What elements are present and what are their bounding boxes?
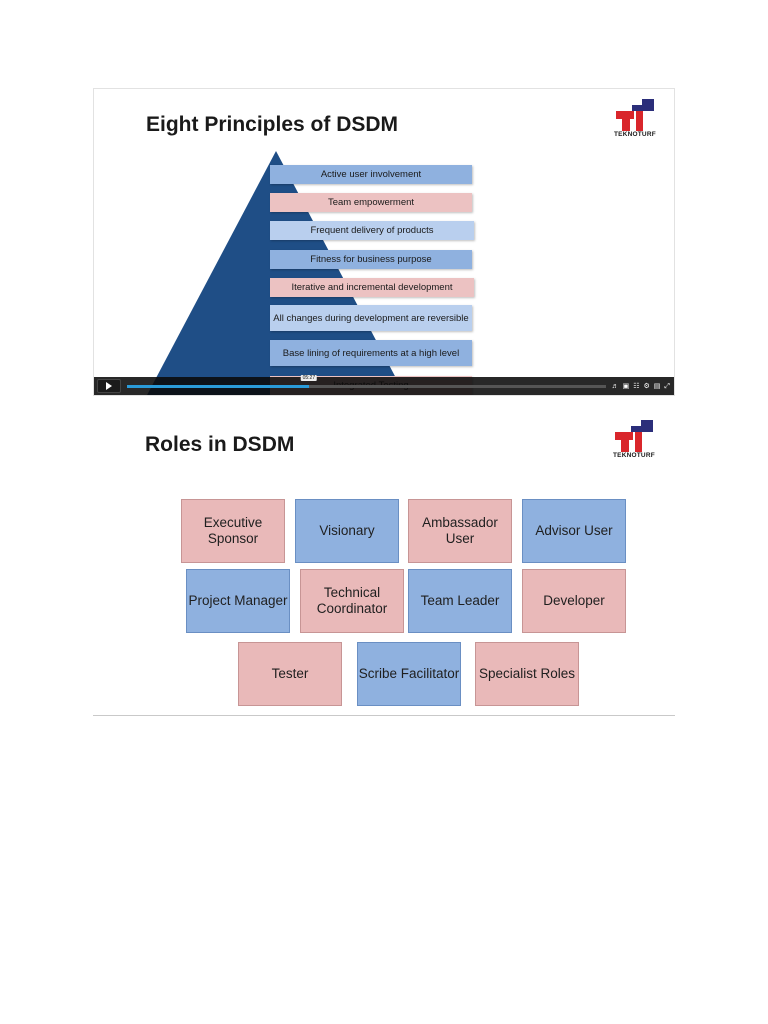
- principle-band: Frequent delivery of products: [270, 221, 474, 240]
- teknoturf-logo: TEKNOTURF: [613, 420, 657, 462]
- role-box: Visionary: [295, 499, 399, 563]
- logo-text: TEKNOTURF: [614, 131, 656, 138]
- slide-title: Eight Principles of DSDM: [146, 113, 399, 136]
- time-tooltip: 05:27: [300, 374, 318, 381]
- captions-icon[interactable]: ▣: [622, 382, 630, 390]
- slide-title: Roles in DSDM: [145, 433, 295, 456]
- principle-band: All changes during development are rever…: [270, 305, 472, 331]
- role-box: Scribe Facilitator: [357, 642, 461, 706]
- pyramid-triangle: [147, 151, 405, 395]
- role-box: Ambassador User: [408, 499, 512, 563]
- principle-band: Team empowerment: [270, 193, 472, 212]
- logo-text: TEKNOTURF: [613, 452, 655, 459]
- teknoturf-logo: TEKNOTURF: [614, 99, 658, 141]
- pyramid-graphic: [147, 151, 405, 395]
- role-box: Specialist Roles: [475, 642, 579, 706]
- progress-fill: [127, 384, 309, 388]
- principle-band: Fitness for business purpose: [270, 250, 472, 269]
- volume-icon[interactable]: ♬: [611, 382, 619, 390]
- player-controls: 05:27 ♬ ▣ ☷ ⚙ ▤ ⤢: [94, 374, 674, 395]
- principle-band: Iterative and incremental development: [270, 278, 474, 297]
- roles-slide: Roles in DSDM TEKNOTURF Executive Sponso…: [93, 410, 675, 716]
- chapters-icon[interactable]: ☷: [633, 382, 640, 390]
- play-button[interactable]: [97, 379, 121, 393]
- role-box: Technical Coordinator: [300, 569, 404, 633]
- logo-mark-icon: [616, 99, 654, 131]
- role-box: Tester: [238, 642, 342, 706]
- role-box: Project Manager: [186, 569, 290, 633]
- play-icon: [106, 382, 112, 390]
- settings-icon[interactable]: ⚙: [643, 382, 650, 390]
- role-box: Advisor User: [522, 499, 626, 563]
- role-box: Developer: [522, 569, 626, 633]
- principle-band: Base lining of requirements at a high le…: [270, 340, 472, 366]
- logo-mark-icon: [615, 420, 653, 452]
- role-box: Executive Sponsor: [181, 499, 285, 563]
- fullscreen-icon[interactable]: ⤢: [664, 382, 670, 390]
- video-player[interactable]: Eight Principles of DSDM TEKNOTURF Activ…: [93, 88, 675, 396]
- progress-bar[interactable]: 05:27: [127, 374, 606, 388]
- pip-icon[interactable]: ▤: [653, 382, 661, 390]
- principle-band: Active user involvement: [270, 165, 472, 184]
- role-box: Team Leader: [408, 569, 512, 633]
